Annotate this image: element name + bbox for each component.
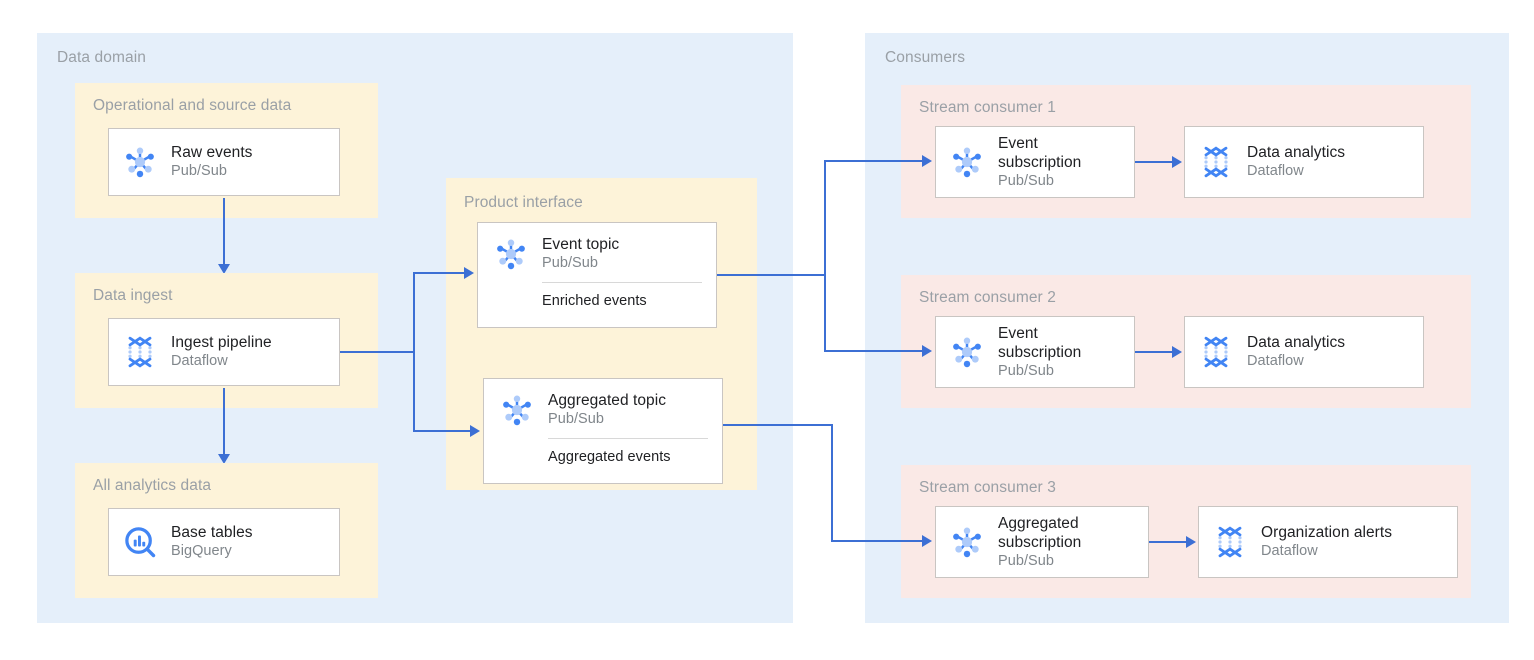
edge-aggregated-topic-to-consumer-3-arrowhead [922, 535, 932, 547]
group-consumers-label: Consumers [885, 49, 966, 66]
node-extra: Aggregated events [548, 449, 671, 465]
dataflow-icon [1197, 143, 1235, 181]
edge-event-topic-to-consumer-1-arrowhead [922, 155, 932, 167]
pubsub-icon [492, 235, 530, 273]
edge-event-topic-riser [824, 160, 826, 352]
pubsub-icon [948, 143, 986, 181]
edge-sub2-arrowhead [1172, 346, 1182, 358]
node-subtitle: Pub/Sub [998, 552, 1054, 569]
node-subtitle: Pub/Sub [548, 411, 604, 427]
group-all-analytics-label: All analytics data [93, 477, 212, 494]
node-title: Ingest pipeline [171, 334, 272, 351]
edge-ingest-to-topics-riser [413, 272, 415, 432]
edge-event-subscription-2-to-data-analytics-2 [1135, 351, 1173, 353]
edge-event-topic-to-consumer-2-arrowhead [922, 345, 932, 357]
node-data-analytics-1[interactable]: Data analytics Dataflow [1184, 126, 1424, 198]
node-event-subscription-2[interactable]: Event subscription Pub/Sub [935, 316, 1135, 388]
node-organization-alerts-3[interactable]: Organization alerts Dataflow [1198, 506, 1458, 578]
node-subtitle: Dataflow [171, 353, 228, 369]
pubsub-icon [121, 143, 159, 181]
edge-ingest-to-base-tables [223, 388, 225, 454]
card-divider [548, 438, 708, 439]
dataflow-icon [1211, 523, 1249, 561]
node-event-subscription-1[interactable]: Event subscription Pub/Sub [935, 126, 1135, 198]
node-title: Event subscription [998, 134, 1082, 171]
node-title: Raw events [171, 144, 253, 161]
pubsub-icon [948, 523, 986, 561]
edge-sub1-arrowhead [1172, 156, 1182, 168]
edge-ingest-to-aggregated-topic-arrowhead [470, 425, 480, 437]
edge-raw-events-to-ingest [223, 198, 225, 264]
node-title: Data analytics [1247, 334, 1346, 351]
edge-event-topic-stem [717, 274, 826, 276]
node-extra: Enriched events [542, 293, 647, 309]
node-title: Event subscription [998, 324, 1082, 361]
node-base-tables[interactable]: Base tables BigQuery [108, 508, 340, 576]
node-title: Aggregated topic [548, 392, 666, 409]
edge-aggregated-topic-riser [831, 424, 833, 542]
edge-ingest-to-event-topic-arrowhead [464, 267, 474, 279]
node-aggregated-subscription-3[interactable]: Aggregated subscription Pub/Sub [935, 506, 1149, 578]
edge-event-topic-to-consumer-2 [824, 350, 923, 352]
pubsub-icon [948, 333, 986, 371]
node-title: Event topic [542, 236, 620, 253]
group-stream-consumer-2-label: Stream consumer 2 [919, 289, 1056, 306]
node-title: Organization alerts [1261, 524, 1393, 541]
node-title: Aggregated subscription [998, 514, 1082, 551]
edge-event-topic-to-consumer-1 [824, 160, 923, 162]
edge-ingest-to-event-topic [413, 272, 465, 274]
edge-raw-events-to-ingest-arrowhead [218, 264, 230, 274]
group-operational-label: Operational and source data [93, 97, 292, 114]
node-aggregated-topic[interactable]: Aggregated topic Pub/Sub Aggregated even… [483, 378, 723, 484]
bigquery-icon [121, 523, 159, 561]
edge-event-subscription-1-to-data-analytics-1 [1135, 161, 1173, 163]
edge-aggregated-subscription-3-to-organization-alerts [1149, 541, 1187, 543]
card-divider [542, 282, 702, 283]
node-raw-events[interactable]: Raw events Pub/Sub [108, 128, 340, 196]
node-subtitle: Dataflow [1247, 353, 1304, 369]
node-subtitle: Pub/Sub [171, 163, 227, 179]
node-title: Data analytics [1247, 144, 1346, 161]
group-data-ingest-label: Data ingest [93, 287, 173, 304]
dataflow-icon [1197, 333, 1235, 371]
group-stream-consumer-1-label: Stream consumer 1 [919, 99, 1056, 116]
node-subtitle: BigQuery [171, 543, 232, 559]
node-subtitle: Dataflow [1247, 163, 1304, 179]
node-data-analytics-2[interactable]: Data analytics Dataflow [1184, 316, 1424, 388]
edge-ingest-to-aggregated-topic [413, 430, 471, 432]
dataflow-icon [121, 333, 159, 371]
pubsub-icon [498, 391, 536, 429]
node-ingest-pipeline[interactable]: Ingest pipeline Dataflow [108, 318, 340, 386]
edge-aggregated-topic-to-consumer-3 [831, 540, 923, 542]
node-title: Base tables [171, 524, 253, 541]
edge-aggregated-topic-stem [723, 424, 833, 426]
group-stream-consumer-3-label: Stream consumer 3 [919, 479, 1056, 496]
edge-ingest-to-base-tables-arrowhead [218, 454, 230, 464]
node-subtitle: Pub/Sub [542, 255, 598, 271]
edge-ingest-to-topics-stem [340, 351, 415, 353]
node-event-topic[interactable]: Event topic Pub/Sub Enriched events [477, 222, 717, 328]
node-subtitle: Pub/Sub [998, 172, 1054, 189]
node-subtitle: Pub/Sub [998, 362, 1054, 379]
group-product-interface-label: Product interface [464, 194, 583, 211]
node-subtitle: Dataflow [1261, 543, 1318, 559]
edge-sub3-arrowhead [1186, 536, 1196, 548]
group-data-domain-label: Data domain [57, 49, 146, 66]
